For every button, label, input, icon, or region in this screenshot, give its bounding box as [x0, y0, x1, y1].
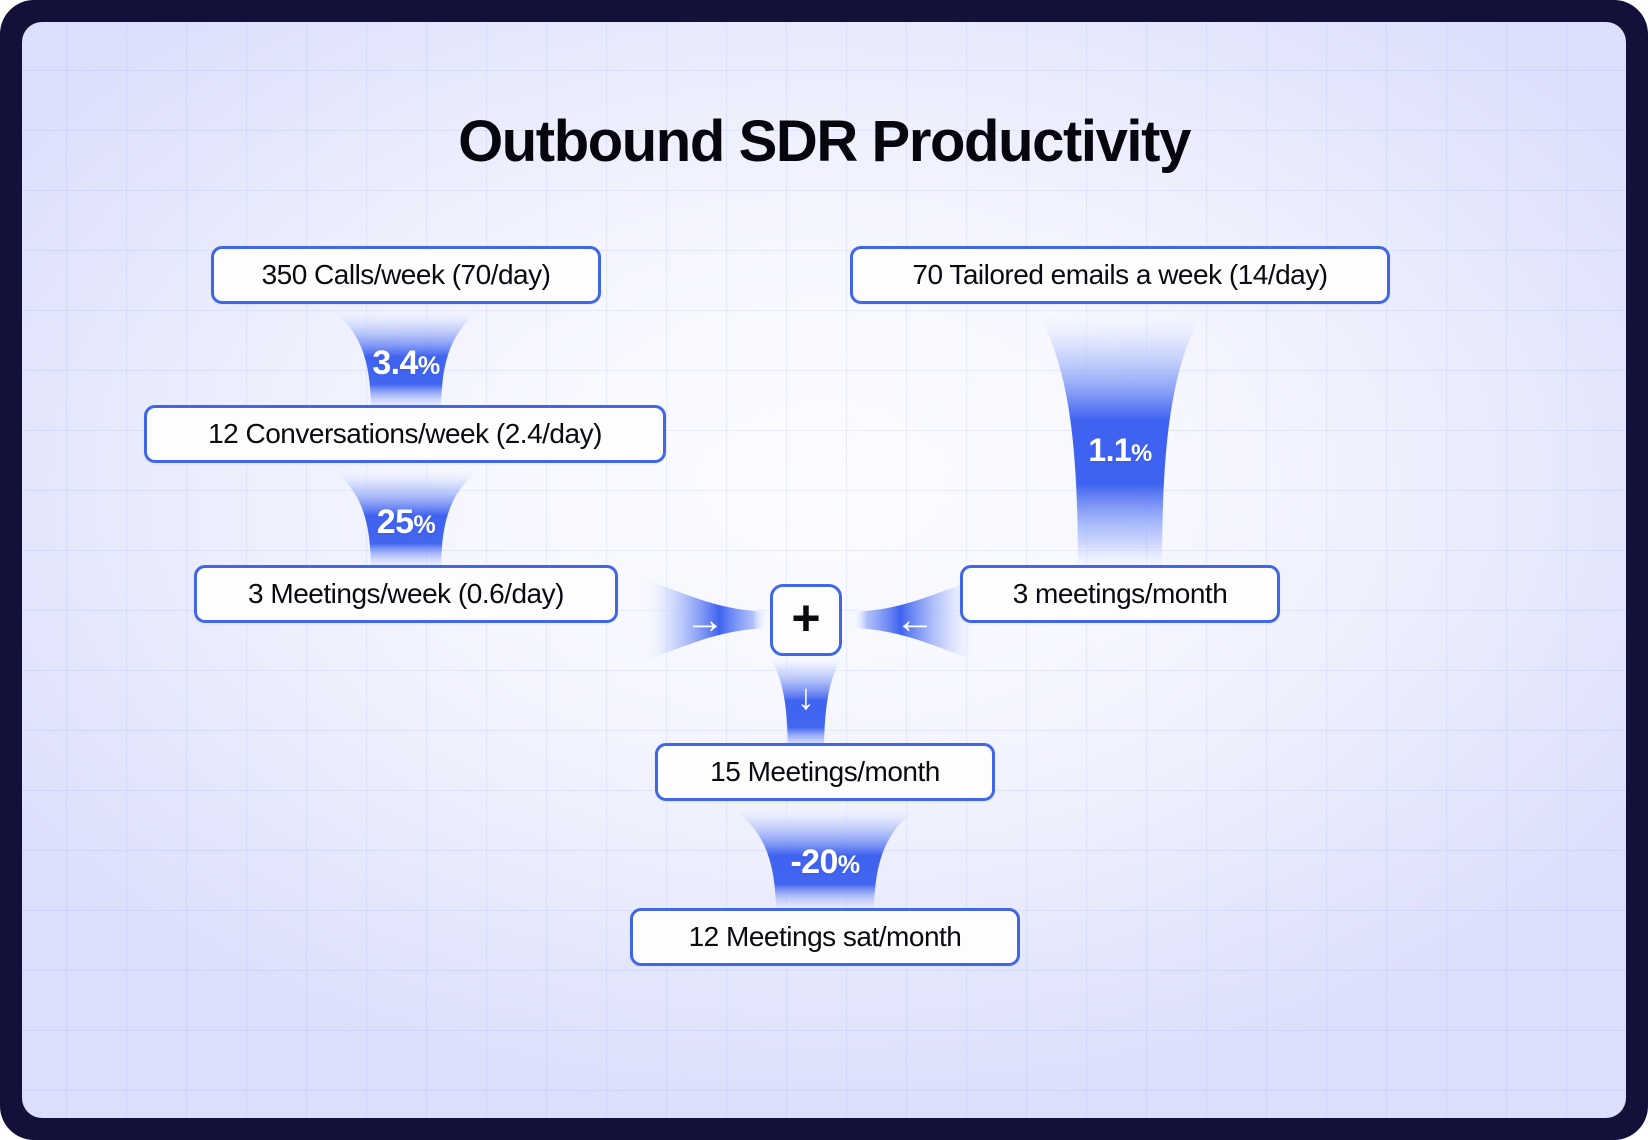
node-conversations-label: 12 Conversations/week (2.4/day) [208, 418, 602, 449]
node-meetings-sat[interactable]: 12 Meetings sat/month [630, 908, 1020, 966]
funnel-emails-to-meetings [1040, 308, 1200, 574]
node-emails-label: 70 Tailored emails a week (14/day) [912, 259, 1328, 290]
node-meetings-week-label: 3 Meetings/week (0.6/day) [248, 578, 564, 609]
diagram-stage: Outbound SDR Productivity 350 Calls/week… [22, 22, 1626, 1118]
funnel-meetings-week-to-combine [640, 578, 768, 662]
node-meetings-sat-label: 12 Meetings sat/month [688, 921, 962, 952]
funnel-calls-to-conversations [337, 308, 475, 414]
node-conversations[interactable]: 12 Conversations/week (2.4/day) [144, 405, 666, 463]
diagram-canvas: Outbound SDR Productivity 350 Calls/week… [22, 22, 1626, 1118]
node-combine[interactable]: + [770, 584, 842, 656]
node-meetings-total[interactable]: 15 Meetings/month [655, 743, 995, 801]
funnel-total-to-sat [736, 805, 914, 915]
node-calls[interactable]: 350 Calls/week (70/day) [211, 246, 601, 304]
node-meetings-total-label: 15 Meetings/month [710, 756, 940, 787]
funnel-meetings-month-to-combine [852, 578, 980, 662]
node-emails[interactable]: 70 Tailored emails a week (14/day) [850, 246, 1390, 304]
node-calls-label: 350 Calls/week (70/day) [261, 259, 551, 290]
funnel-combine-to-total [770, 654, 842, 756]
plus-icon: + [791, 590, 821, 646]
page-title: Outbound SDR Productivity [458, 109, 1191, 174]
funnel-conversations-to-meetings [337, 467, 475, 573]
node-meetings-month-email-label: 3 meetings/month [1012, 578, 1228, 609]
node-meetings-week[interactable]: 3 Meetings/week (0.6/day) [194, 565, 618, 623]
node-meetings-month-email[interactable]: 3 meetings/month [960, 565, 1280, 623]
